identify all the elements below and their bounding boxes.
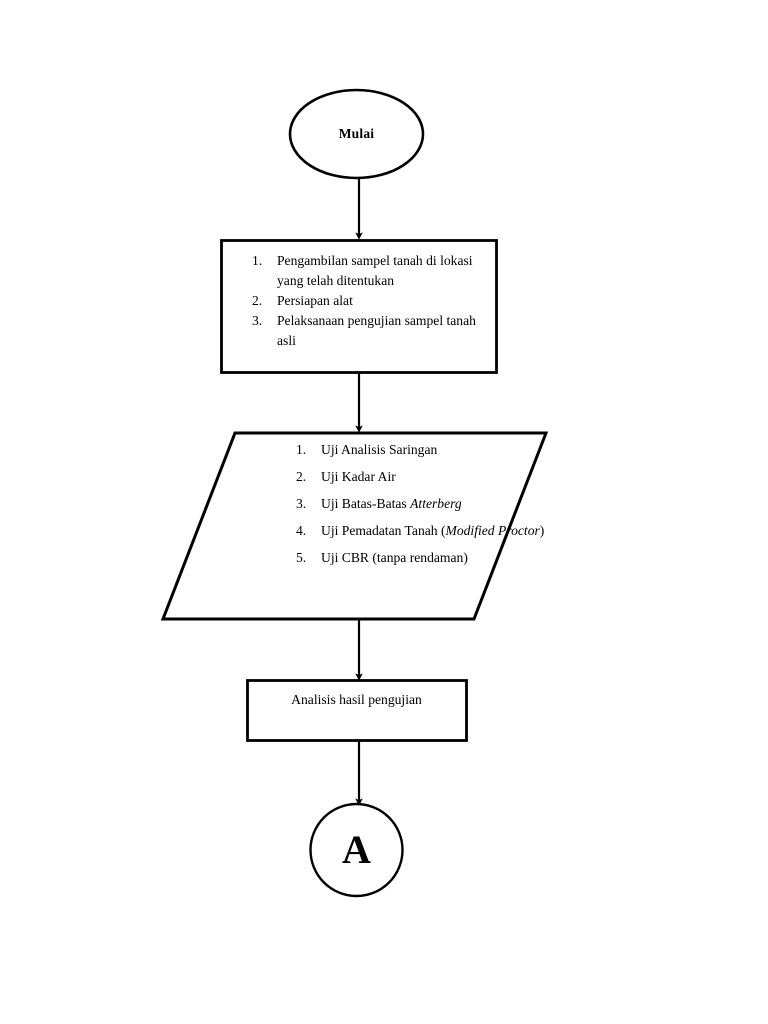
list-item: 1. Uji Analisis Saringan xyxy=(296,440,546,460)
list-item-text: Pengambilan sampel tanah di lokasi yang … xyxy=(277,253,473,288)
list-item-text: Uji Batas-Batas Atterberg xyxy=(321,494,546,514)
connector-circle-label: A xyxy=(342,827,371,872)
testing-parallelogram-content: 1. Uji Analisis Saringan 2. Uji Kadar Ai… xyxy=(163,432,546,620)
list-item-text-plain: Uji Kadar Air xyxy=(321,468,396,484)
list-item-number: 4. xyxy=(296,522,307,538)
list-item-number: 3. xyxy=(296,495,307,511)
list-item: 2. Uji Kadar Air xyxy=(296,467,546,487)
list-item-number: 5. xyxy=(296,549,307,565)
list-item: 3. Uji Batas-Batas Atterberg xyxy=(296,494,546,514)
list-item-number: 1. xyxy=(296,442,307,457)
preparation-list: 1. Pengambilan sampel tanah di lokasi ya… xyxy=(252,251,486,351)
preparation-box-content: 1. Pengambilan sampel tanah di lokasi ya… xyxy=(221,240,496,372)
list-item-text-plain: Uji Analisis Saringan xyxy=(321,442,438,457)
list-item-text: Uji Pemadatan Tanah (Modified Proctor) xyxy=(321,521,546,541)
list-item-number: 2. xyxy=(252,292,263,308)
list-item-number: 1. xyxy=(252,253,263,268)
list-item-number: 2. xyxy=(296,468,307,484)
list-item: 2. Persiapan alat xyxy=(252,291,486,311)
list-item-number: 3. xyxy=(252,312,263,328)
list-item-text-italic: Atterberg xyxy=(410,495,462,511)
testing-list: 1. Uji Analisis Saringan 2. Uji Kadar Ai… xyxy=(296,440,546,568)
list-item-text-plain: Uji CBR (tanpa rendaman) xyxy=(321,549,468,565)
list-item-text-italic: Modified Proctor xyxy=(445,522,540,538)
list-item-text: Uji CBR (tanpa rendaman) xyxy=(321,548,546,568)
list-item-text: Persiapan alat xyxy=(277,292,353,308)
analysis-box-label: Analisis hasil pengujian xyxy=(291,692,422,707)
list-item-text-tail: ) xyxy=(539,522,545,538)
list-item: 3. Pelaksanaan pengujian sampel tanah as… xyxy=(252,311,486,351)
list-item-text-plain: Uji Pemadatan Tanah ( xyxy=(321,522,446,538)
list-item: 5. Uji CBR (tanpa rendaman) xyxy=(296,548,546,568)
list-item-text: Pelaksanaan pengujian sampel tanah asli xyxy=(277,312,476,348)
list-item-text: Uji Kadar Air xyxy=(321,467,546,487)
list-item-text: Uji Analisis Saringan xyxy=(321,440,546,460)
start-terminator-label: Mulai xyxy=(338,126,375,141)
list-item: 4. Uji Pemadatan Tanah (Modified Proctor… xyxy=(296,521,546,541)
list-item-text-plain: Uji Batas-Batas xyxy=(321,495,411,511)
list-item: 1. Pengambilan sampel tanah di lokasi ya… xyxy=(252,251,486,291)
